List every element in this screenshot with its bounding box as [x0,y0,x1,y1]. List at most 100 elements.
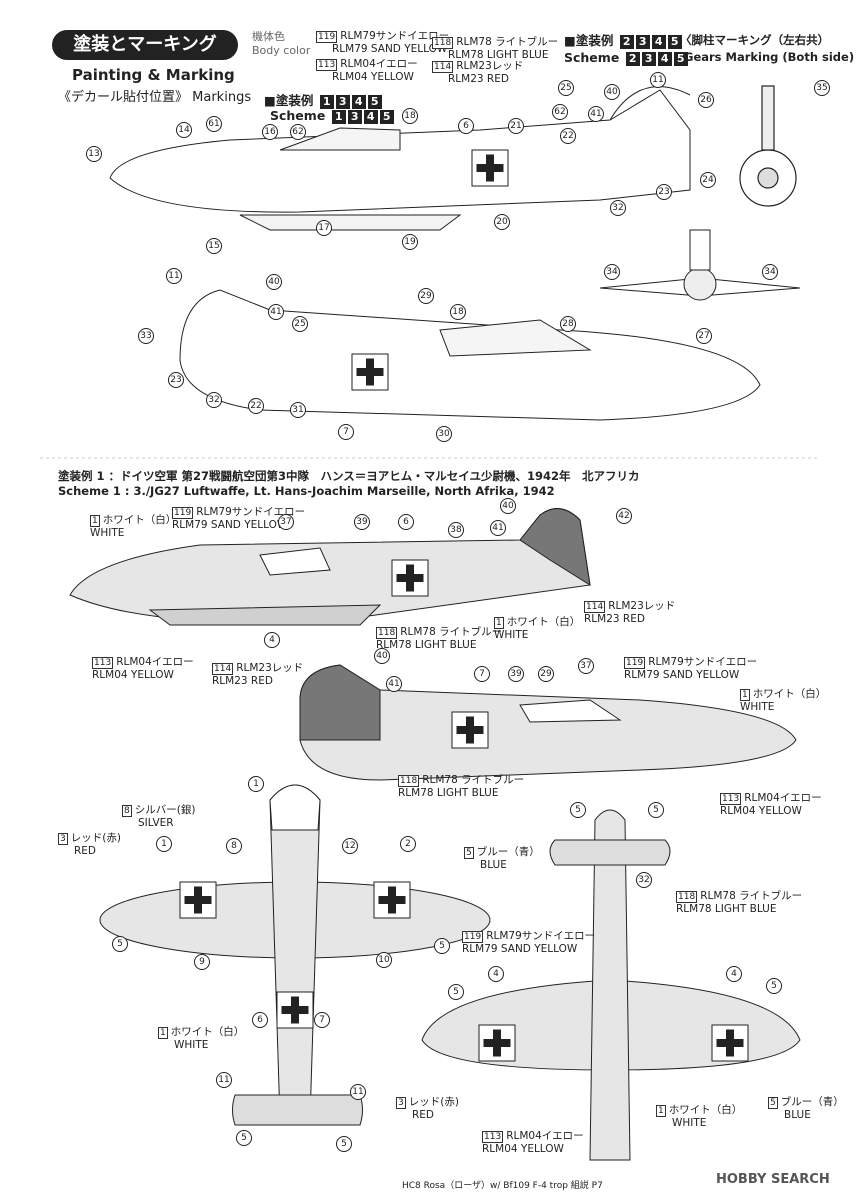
decal-40c: 40 [500,498,516,514]
decal-32: 32 [610,200,626,216]
decal-22: 22 [560,128,576,144]
decal-8: 8 [226,838,242,854]
decal-35: 35 [814,80,830,96]
decal-4c: 4 [726,966,742,982]
decal-5d: 5 [336,1136,352,1152]
front-view [599,229,801,301]
decal-11b: 11 [166,268,182,284]
decal-6: 6 [458,118,474,134]
decal-41: 41 [588,106,604,122]
decal-42: 42 [616,508,632,524]
decal-61: 61 [206,116,222,132]
side-view-2 [179,289,761,421]
subtitle-en: Painting & Marking [72,66,235,84]
gears-marking-jp: 〈脚柱マーキング（左右共） [680,33,830,47]
decal-29b: 29 [538,666,554,682]
decal-31: 31 [290,402,306,418]
body-color-label: 機体色 Body color [252,30,311,57]
decal-5a: 5 [112,936,128,952]
decal-12: 12 [342,838,358,854]
decal-21: 21 [508,118,524,134]
scheme1-title-jp: 塗装例 1 ：ドイツ空軍 第27戦闘航空団第3中隊 ハンス＝ヨアヒム・マルセイユ… [58,469,640,483]
decal-13: 13 [86,146,102,162]
decal-5h: 5 [766,978,782,994]
scheme1-title-en: Scheme 1 : 3./JG27 Luftwaffe, Lt. Hans-J… [58,484,555,498]
gear-wheel [739,85,797,207]
decal-11d: 11 [350,1084,366,1100]
decal-10: 10 [376,952,392,968]
decal-34a: 34 [604,264,620,280]
decal-25: 25 [558,80,574,96]
decal-33: 33 [138,328,154,344]
decal-25b: 25 [292,316,308,332]
decal-40b: 40 [266,274,282,290]
decal-11: 11 [650,72,666,88]
decal-26: 26 [698,92,714,108]
decal-5c: 5 [236,1130,252,1146]
scheme1-side-a [69,508,591,626]
decal-9: 9 [194,954,210,970]
decal-5b: 5 [434,938,450,954]
watermark-logo: HOBBY SEARCH [716,1172,830,1187]
decal-27: 27 [696,328,712,344]
decal-14: 14 [176,122,192,138]
decal-23b: 23 [168,372,184,388]
decal-30: 30 [436,426,452,442]
decal-7c: 7 [314,1012,330,1028]
decal-22b: 22 [248,398,264,414]
decal-6c: 6 [252,1012,268,1028]
decal-18: 18 [402,108,418,124]
decal-38: 38 [448,522,464,538]
decal-34b: 34 [762,264,778,280]
side-view-1 [109,86,691,231]
decal-40: 40 [604,84,620,100]
decal-1a: 1 [248,776,264,792]
decal-24: 24 [700,172,716,188]
decal-20: 20 [494,214,510,230]
scheme1-side-b [299,664,797,781]
decal-4: 4 [264,632,280,648]
decal-41b: 41 [268,304,284,320]
decal-18b: 18 [450,304,466,320]
decal-2: 2 [400,836,416,852]
decal-1b: 1 [156,836,172,852]
decal-41c: 41 [490,520,506,536]
decal-4b: 4 [488,966,504,982]
decal-7: 7 [338,424,354,440]
decal-37b: 37 [578,658,594,674]
subtitle-jp: 《デカール貼付位置》 Markings [58,90,252,105]
footer-caption: HC8 Rosa（ローザ）w/ Bf109 F-4 trop 組説 P7 [402,1181,603,1191]
top-view [99,784,491,1126]
decal-28: 28 [560,316,576,332]
decal-16: 16 [262,124,278,140]
decal-23: 23 [656,184,672,200]
bottom-view [421,809,801,1161]
decal-7b: 7 [474,666,490,682]
gears-marking-en: Gears Marking (Both side) [684,50,855,64]
decal-11c: 11 [216,1072,232,1088]
decal-29: 29 [418,288,434,304]
